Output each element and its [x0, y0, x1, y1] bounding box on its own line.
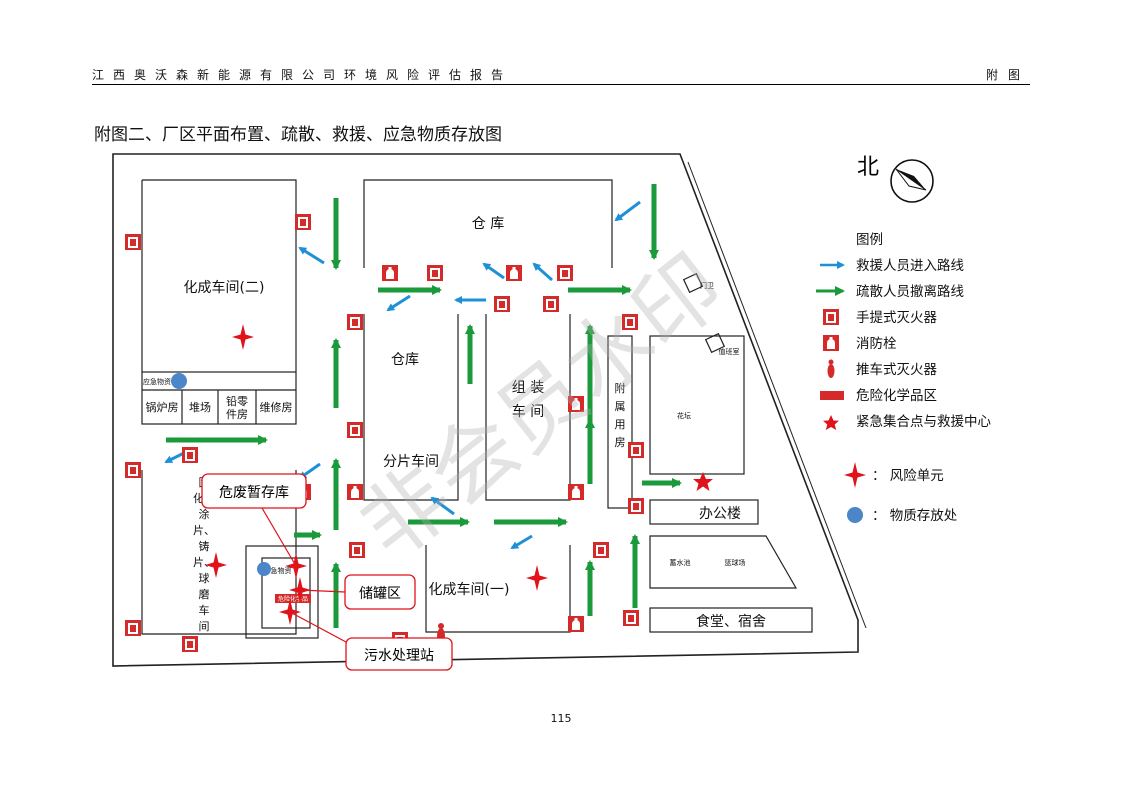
legend-risk-star-icon — [844, 462, 866, 488]
label-curing-5: 铸 — [199, 539, 210, 553]
figure-title: 附图二、厂区平面布置、疏散、救援、应急物质存放图 — [94, 125, 502, 145]
label-yard: 堆场 — [189, 400, 211, 414]
watermark: 非会员水印 — [342, 235, 742, 579]
section-label: 附图 — [985, 68, 1030, 82]
label-slicing-workshop: 分片车间 — [383, 453, 439, 470]
callout-hazwaste: 危废暂存库 — [219, 485, 289, 501]
report-title: 江西奥沃森新能源有限公司环境风险评估报告 — [92, 68, 513, 82]
rescue-routes — [164, 200, 641, 550]
label-repair-room: 维修房 — [260, 400, 293, 414]
north-indicator: 北 — [857, 155, 934, 203]
label-warehouse-top: 仓 库 — [472, 216, 504, 232]
label-workshop-1: 化成车间(一) — [429, 581, 510, 598]
label-weighbridge: 门卫 — [700, 281, 714, 290]
label-curing-3: 涂 — [199, 507, 210, 521]
label-annex-3: 用 — [615, 418, 626, 431]
legend-risk-unit: ： 风险单元 — [872, 468, 944, 484]
material-store-dot — [257, 562, 271, 576]
legend-material-dot-icon — [847, 507, 863, 523]
label-curing-7: 球 — [199, 571, 210, 585]
label-court: 篮球场 — [725, 558, 746, 567]
legend-title: 图例 — [856, 232, 883, 248]
label-curing-6: 片、 — [193, 556, 215, 569]
callouts: 危废暂存库 储罐区 污水处理站 — [201, 473, 453, 671]
legend-hydrant-icon — [823, 335, 839, 351]
label-emergency-store: 应急物资 — [143, 377, 171, 386]
label-annex-4: 房 — [615, 436, 626, 449]
label-curing-9: 车 — [199, 603, 210, 617]
legend-extinguisher-icon — [823, 309, 839, 325]
north-label: 北 — [857, 155, 879, 180]
legend-red-star-icon — [823, 415, 839, 430]
legend-item-extinguisher: 手提式灭火器 — [856, 310, 937, 326]
label-office: 办公楼 — [699, 506, 741, 522]
label-curing-4: 片、 — [193, 524, 215, 537]
site-boundary — [112, 153, 867, 667]
label-curing-8: 磨 — [199, 588, 210, 601]
label-curing-10: 间 — [199, 620, 210, 633]
label-warehouse-mid: 仓库 — [391, 352, 419, 368]
evacuation-routes — [166, 184, 682, 628]
material-store-dot — [171, 373, 187, 389]
legend: 图例 救援人员进入路线 疏散人员撤离路线 手提式灭火器 消防栓 推车式灭火器 危… — [816, 232, 991, 524]
legend-item-rescue: 救援人员进入路线 — [856, 258, 964, 274]
label-flower-bed: 花坛 — [677, 411, 691, 420]
label-annex-1: 附 — [615, 381, 626, 395]
legend-item-hydrant: 消防栓 — [856, 336, 897, 352]
legend-item-assembly: 紧急集合点与救援中心 — [856, 414, 991, 430]
page-number: 115 — [550, 712, 572, 725]
legend-red-bar-icon — [820, 391, 844, 400]
legend-cart-extinguisher-icon — [827, 359, 835, 378]
label-assembly-1: 组 装 — [512, 380, 544, 396]
label-emergency-store-2: 急物资 — [271, 566, 292, 575]
legend-material-store: ： 物质存放处 — [872, 508, 958, 524]
label-assembly-2: 车 间 — [512, 403, 544, 420]
legend-item-hazmat: 危险化学品区 — [856, 388, 937, 404]
assembly-point-star — [693, 472, 713, 491]
callout-tank-area: 储罐区 — [359, 586, 401, 602]
header-rule — [92, 84, 1030, 85]
label-boiler-room: 锅炉房 — [146, 401, 179, 414]
label-hazmat: 危险化学品 — [278, 595, 308, 603]
label-annex-2: 属 — [615, 400, 626, 413]
label-lead-parts-2: 件房 — [226, 408, 248, 421]
legend-item-evac: 疏散人员撤离路线 — [856, 283, 964, 300]
label-lead-parts-1: 铅零 — [226, 394, 248, 408]
callout-wastewater: 污水处理站 — [364, 648, 434, 664]
label-pool: 蓄水池 — [670, 558, 691, 567]
label-canteen: 食堂、宿舍 — [696, 613, 766, 630]
label-workshop-2: 化成车间(二) — [184, 279, 265, 296]
legend-item-cart: 推车式灭火器 — [856, 361, 937, 378]
hazmat-area: 危险化学品 — [275, 594, 311, 603]
buildings — [141, 179, 813, 639]
label-guard-room: 值班室 — [719, 347, 740, 356]
compass-icon — [890, 159, 934, 203]
